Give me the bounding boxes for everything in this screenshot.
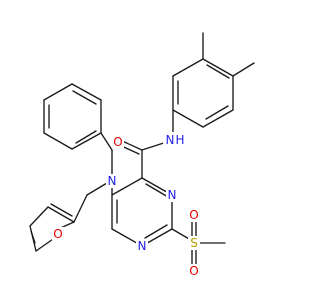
sulfonyl-o-bottom-label: O xyxy=(188,264,200,278)
sulfonyl-o-top-label: O xyxy=(188,208,200,222)
sulfonyl-o-top-text: O xyxy=(189,208,198,222)
sulfur-label: S xyxy=(188,236,200,250)
amine-n-label: N xyxy=(106,174,118,188)
sulfonyl-o-bottom-text: O xyxy=(189,264,198,278)
pyrimidine-n-upper-text: N xyxy=(168,188,177,202)
dimethylphenyl-ring xyxy=(172,58,234,128)
sulfur-text: S xyxy=(190,236,198,250)
amide-nh-label: N H xyxy=(163,132,185,148)
furan-o-label: O xyxy=(52,227,64,241)
pyrimidine-n-upper-label: N xyxy=(166,188,178,202)
atom-labels: N N H O N N S O O xyxy=(52,132,200,278)
carbonyl-o-label: O xyxy=(112,135,124,149)
pyrimidine-n-lower-label: N xyxy=(136,239,148,253)
pyrimidine-ring xyxy=(111,177,173,247)
pyrimidine-n-lower-text: N xyxy=(138,239,147,253)
methyl-groups xyxy=(202,32,255,77)
amide-h-text: H xyxy=(175,133,184,147)
amine-n-text: N xyxy=(108,174,117,188)
benzyl-ring xyxy=(43,83,102,150)
amide-n-text: N xyxy=(166,133,175,147)
carbonyl-o-text: O xyxy=(113,135,122,149)
chemical-structure-diagram: N N H O N N S O O xyxy=(29,32,255,278)
furan-o-text: O xyxy=(53,227,62,241)
